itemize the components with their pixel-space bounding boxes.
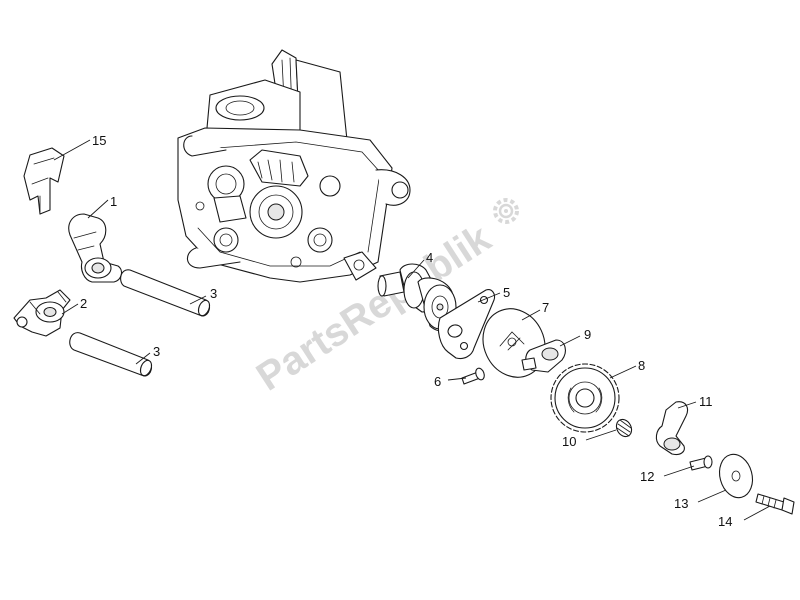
- leader-3-lower: [135, 352, 151, 365]
- rocker-shaft-upper: [120, 269, 211, 317]
- leader-5: [477, 292, 501, 303]
- callout-4: 4: [426, 250, 433, 265]
- pin: [689, 455, 713, 471]
- spring: [615, 418, 633, 438]
- leader-14: [743, 505, 771, 521]
- cylinder-head: [177, 49, 411, 283]
- callout-2: 2: [80, 296, 87, 311]
- leader-4: [407, 259, 425, 279]
- intake-rocker-arm: [13, 289, 71, 337]
- leader-3-upper: [189, 295, 207, 305]
- leader-9: [559, 335, 581, 347]
- callout-14: 14: [718, 514, 732, 529]
- plate-screw: [461, 367, 485, 385]
- leader-8: [609, 365, 637, 379]
- callout-11: 11: [699, 394, 713, 409]
- leader-13: [697, 489, 727, 503]
- washer: [718, 453, 754, 499]
- callout-5: 5: [503, 285, 510, 300]
- exhaust-rocker-arm: [68, 213, 123, 283]
- leader-1: [87, 199, 109, 219]
- callout-12: 12: [640, 469, 654, 484]
- rocker-shaft-lower: [69, 332, 153, 377]
- leader-15: [53, 139, 91, 161]
- leader-2: [61, 303, 79, 315]
- leader-12: [663, 465, 695, 477]
- leader-11: [677, 401, 697, 409]
- callout-13: 13: [674, 496, 688, 511]
- callout-labels: 15 1 3 2 3 4 5 7 9 6 8 11 10 12 13 14: [80, 133, 732, 529]
- decompressor-lever: [655, 401, 689, 456]
- leader-7: [521, 309, 541, 321]
- leader-10: [585, 429, 617, 441]
- rocker-clip: [23, 147, 65, 215]
- timing-sprocket: [550, 363, 620, 433]
- callout-8: 8: [638, 358, 645, 373]
- callout-7: 7: [542, 300, 549, 315]
- callout-10: 10: [562, 434, 576, 449]
- gear-icon: [493, 198, 519, 224]
- leader-lines: [53, 139, 771, 521]
- callout-1: 1: [110, 194, 117, 209]
- callout-15: 15: [92, 133, 106, 148]
- callout-3-upper: 3: [210, 286, 217, 301]
- callout-6: 6: [434, 374, 441, 389]
- leader-6: [447, 377, 467, 381]
- decompressor-weight: [521, 339, 566, 373]
- sprocket-bolt: [755, 493, 795, 515]
- callout-3-lower: 3: [153, 344, 160, 359]
- callout-9: 9: [584, 327, 591, 342]
